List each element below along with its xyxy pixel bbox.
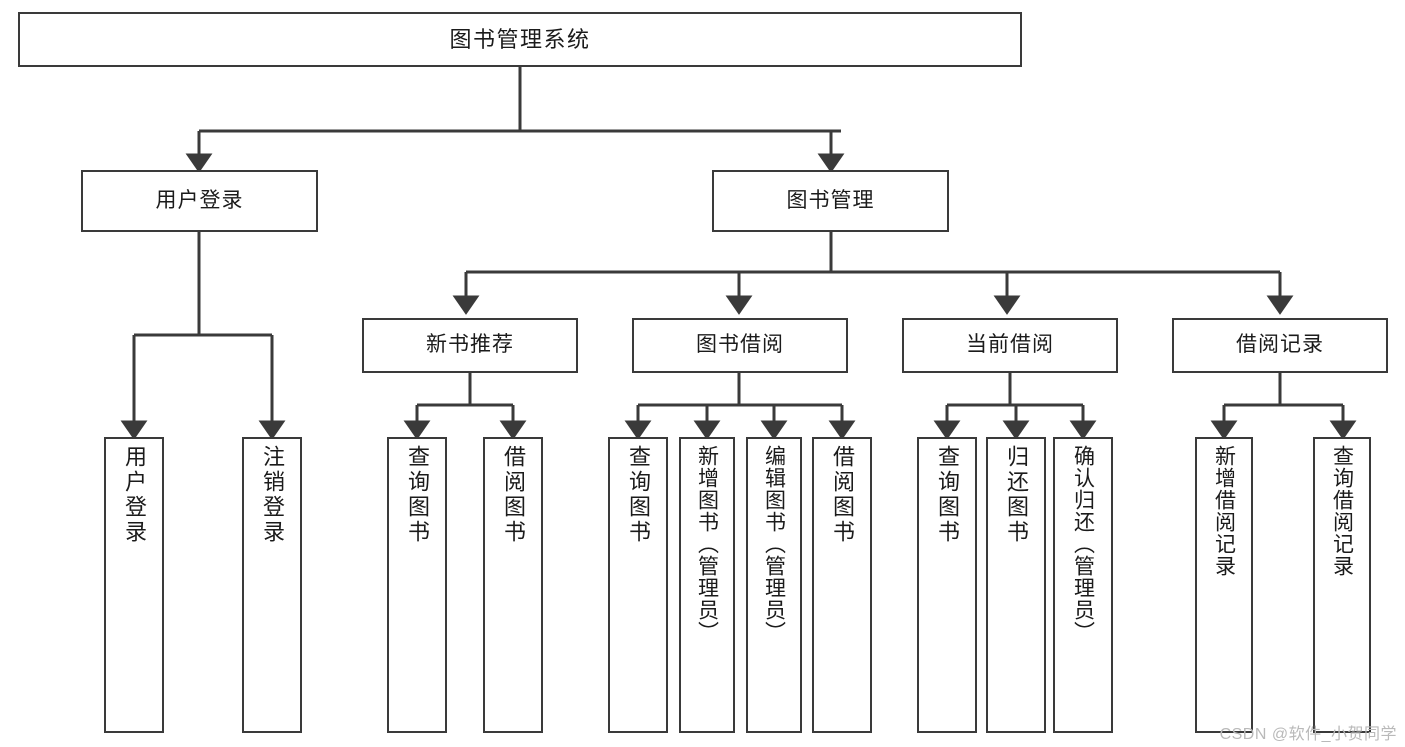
node-book-borrow-label: 图书借阅	[696, 333, 784, 357]
node-leaf-confirm-return[interactable]: 确认归还（管理员）	[1053, 437, 1113, 733]
node-leaf-query-book-3-label: 查询图书	[935, 445, 960, 545]
node-leaf-query-book-1-label: 查询图书	[405, 445, 430, 545]
node-borrow-record[interactable]: 借阅记录	[1172, 318, 1388, 373]
node-leaf-query-book-2[interactable]: 查询图书	[608, 437, 668, 733]
node-user-login[interactable]: 用户登录	[81, 170, 318, 232]
node-leaf-return-book[interactable]: 归还图书	[986, 437, 1046, 733]
node-leaf-user-login[interactable]: 用户登录	[104, 437, 164, 733]
node-leaf-query-record[interactable]: 查询借阅记录	[1313, 437, 1371, 733]
node-leaf-add-record[interactable]: 新增借阅记录	[1195, 437, 1253, 733]
node-borrow-record-label: 借阅记录	[1236, 333, 1324, 357]
node-leaf-return-book-label: 归还图书	[1004, 445, 1029, 545]
node-leaf-add-book-label: 新增图书（管理员）	[695, 445, 719, 643]
node-leaf-borrow-book-2-label: 借阅图书	[830, 445, 855, 545]
watermark: CSDN @软件_小贺同学	[1219, 726, 1397, 743]
node-leaf-add-book[interactable]: 新增图书（管理员）	[679, 437, 735, 733]
node-leaf-borrow-book-1[interactable]: 借阅图书	[483, 437, 543, 733]
node-new-book-recommend-label: 新书推荐	[426, 333, 514, 357]
node-leaf-query-book-3[interactable]: 查询图书	[917, 437, 977, 733]
node-leaf-borrow-book-2[interactable]: 借阅图书	[812, 437, 872, 733]
node-leaf-confirm-return-label: 确认归还（管理员）	[1071, 445, 1095, 643]
node-root-label: 图书管理系统	[449, 26, 591, 52]
node-leaf-logout-login-label: 注销登录	[260, 445, 285, 545]
node-leaf-edit-book-label: 编辑图书（管理员）	[762, 445, 786, 643]
node-root[interactable]: 图书管理系统	[18, 12, 1022, 67]
node-current-borrow-label: 当前借阅	[966, 333, 1054, 357]
node-leaf-query-book-2-label: 查询图书	[626, 445, 651, 545]
node-leaf-edit-book[interactable]: 编辑图书（管理员）	[746, 437, 802, 733]
node-new-book-recommend[interactable]: 新书推荐	[362, 318, 578, 373]
node-leaf-logout-login[interactable]: 注销登录	[242, 437, 302, 733]
node-leaf-user-login-label: 用户登录	[122, 445, 147, 545]
node-book-management-label: 图书管理	[786, 188, 875, 212]
node-leaf-query-record-label: 查询借阅记录	[1330, 445, 1354, 577]
node-user-login-label: 用户登录	[155, 188, 244, 212]
node-current-borrow[interactable]: 当前借阅	[902, 318, 1118, 373]
node-leaf-query-book-1[interactable]: 查询图书	[387, 437, 447, 733]
node-leaf-add-record-label: 新增借阅记录	[1212, 445, 1236, 577]
node-book-borrow[interactable]: 图书借阅	[632, 318, 848, 373]
node-book-management[interactable]: 图书管理	[712, 170, 949, 232]
node-leaf-borrow-book-1-label: 借阅图书	[501, 445, 526, 545]
